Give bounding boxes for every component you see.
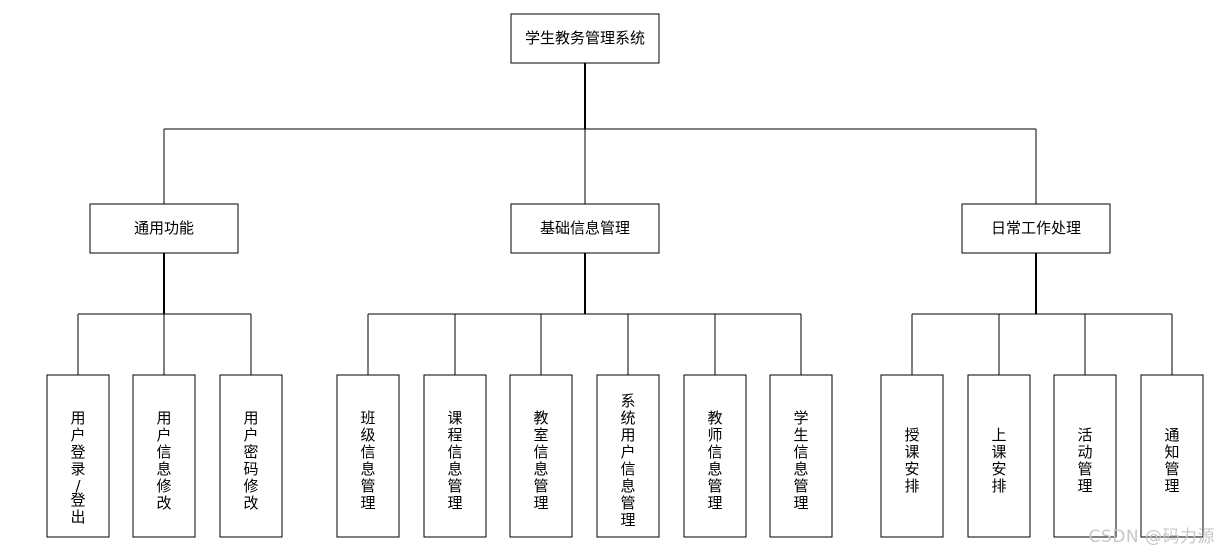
- leaf-box: [967, 374, 1031, 538]
- leaf-label: 用户登录/登出: [70, 409, 85, 526]
- leaf-box: [683, 374, 747, 538]
- leaf-box: [336, 374, 400, 538]
- watermark: CSDN @码力源: [1088, 527, 1215, 547]
- leaf-label: 用户密码修改: [243, 409, 258, 512]
- group-label: 基础信息管理: [540, 219, 630, 237]
- leaf-label: 教室信息管理: [533, 409, 548, 512]
- leaf-label: 班级信息管理: [360, 409, 375, 512]
- leaf-label: 课程信息管理: [447, 409, 462, 512]
- leaf-box: [46, 374, 110, 538]
- group-node-daily-work: 日常工作处理: [961, 203, 1111, 254]
- leaf-label: 用户信息修改: [156, 409, 171, 512]
- leaf-label: 上课安排: [991, 426, 1006, 495]
- leaf-label: 授课安排: [904, 426, 919, 495]
- leaf-labels: 用户登录/登出 用户信息修改 用户密码修改 班级信息管理 课程信息管理 教室信息…: [70, 392, 1179, 529]
- leaf-label: 系统用户信息管理: [620, 392, 635, 529]
- leaf-label: 活动管理: [1077, 426, 1092, 495]
- root-label: 学生教务管理系统: [525, 29, 645, 47]
- leaf-box: [509, 374, 573, 538]
- leaf-box: [596, 374, 660, 538]
- leaf-box: [769, 374, 833, 538]
- leaf-box: [1140, 374, 1204, 538]
- leaf-label: 教师信息管理: [707, 409, 722, 512]
- connectors: [77, 63, 1173, 375]
- root-node: 学生教务管理系统: [510, 13, 660, 64]
- leaf-label: 通知管理: [1164, 426, 1179, 495]
- leaf-box: [880, 374, 944, 538]
- group-node-basic-info: 基础信息管理: [510, 203, 660, 254]
- leaf-label: 学生信息管理: [793, 409, 808, 512]
- group-label: 日常工作处理: [991, 219, 1081, 237]
- group-node-general: 通用功能: [89, 203, 239, 254]
- leaf-box: [132, 374, 196, 538]
- group-label: 通用功能: [134, 219, 194, 237]
- leaf-box: [1053, 374, 1117, 538]
- leaf-nodes: [46, 374, 1204, 538]
- leaf-box: [219, 374, 283, 538]
- leaf-box: [423, 374, 487, 538]
